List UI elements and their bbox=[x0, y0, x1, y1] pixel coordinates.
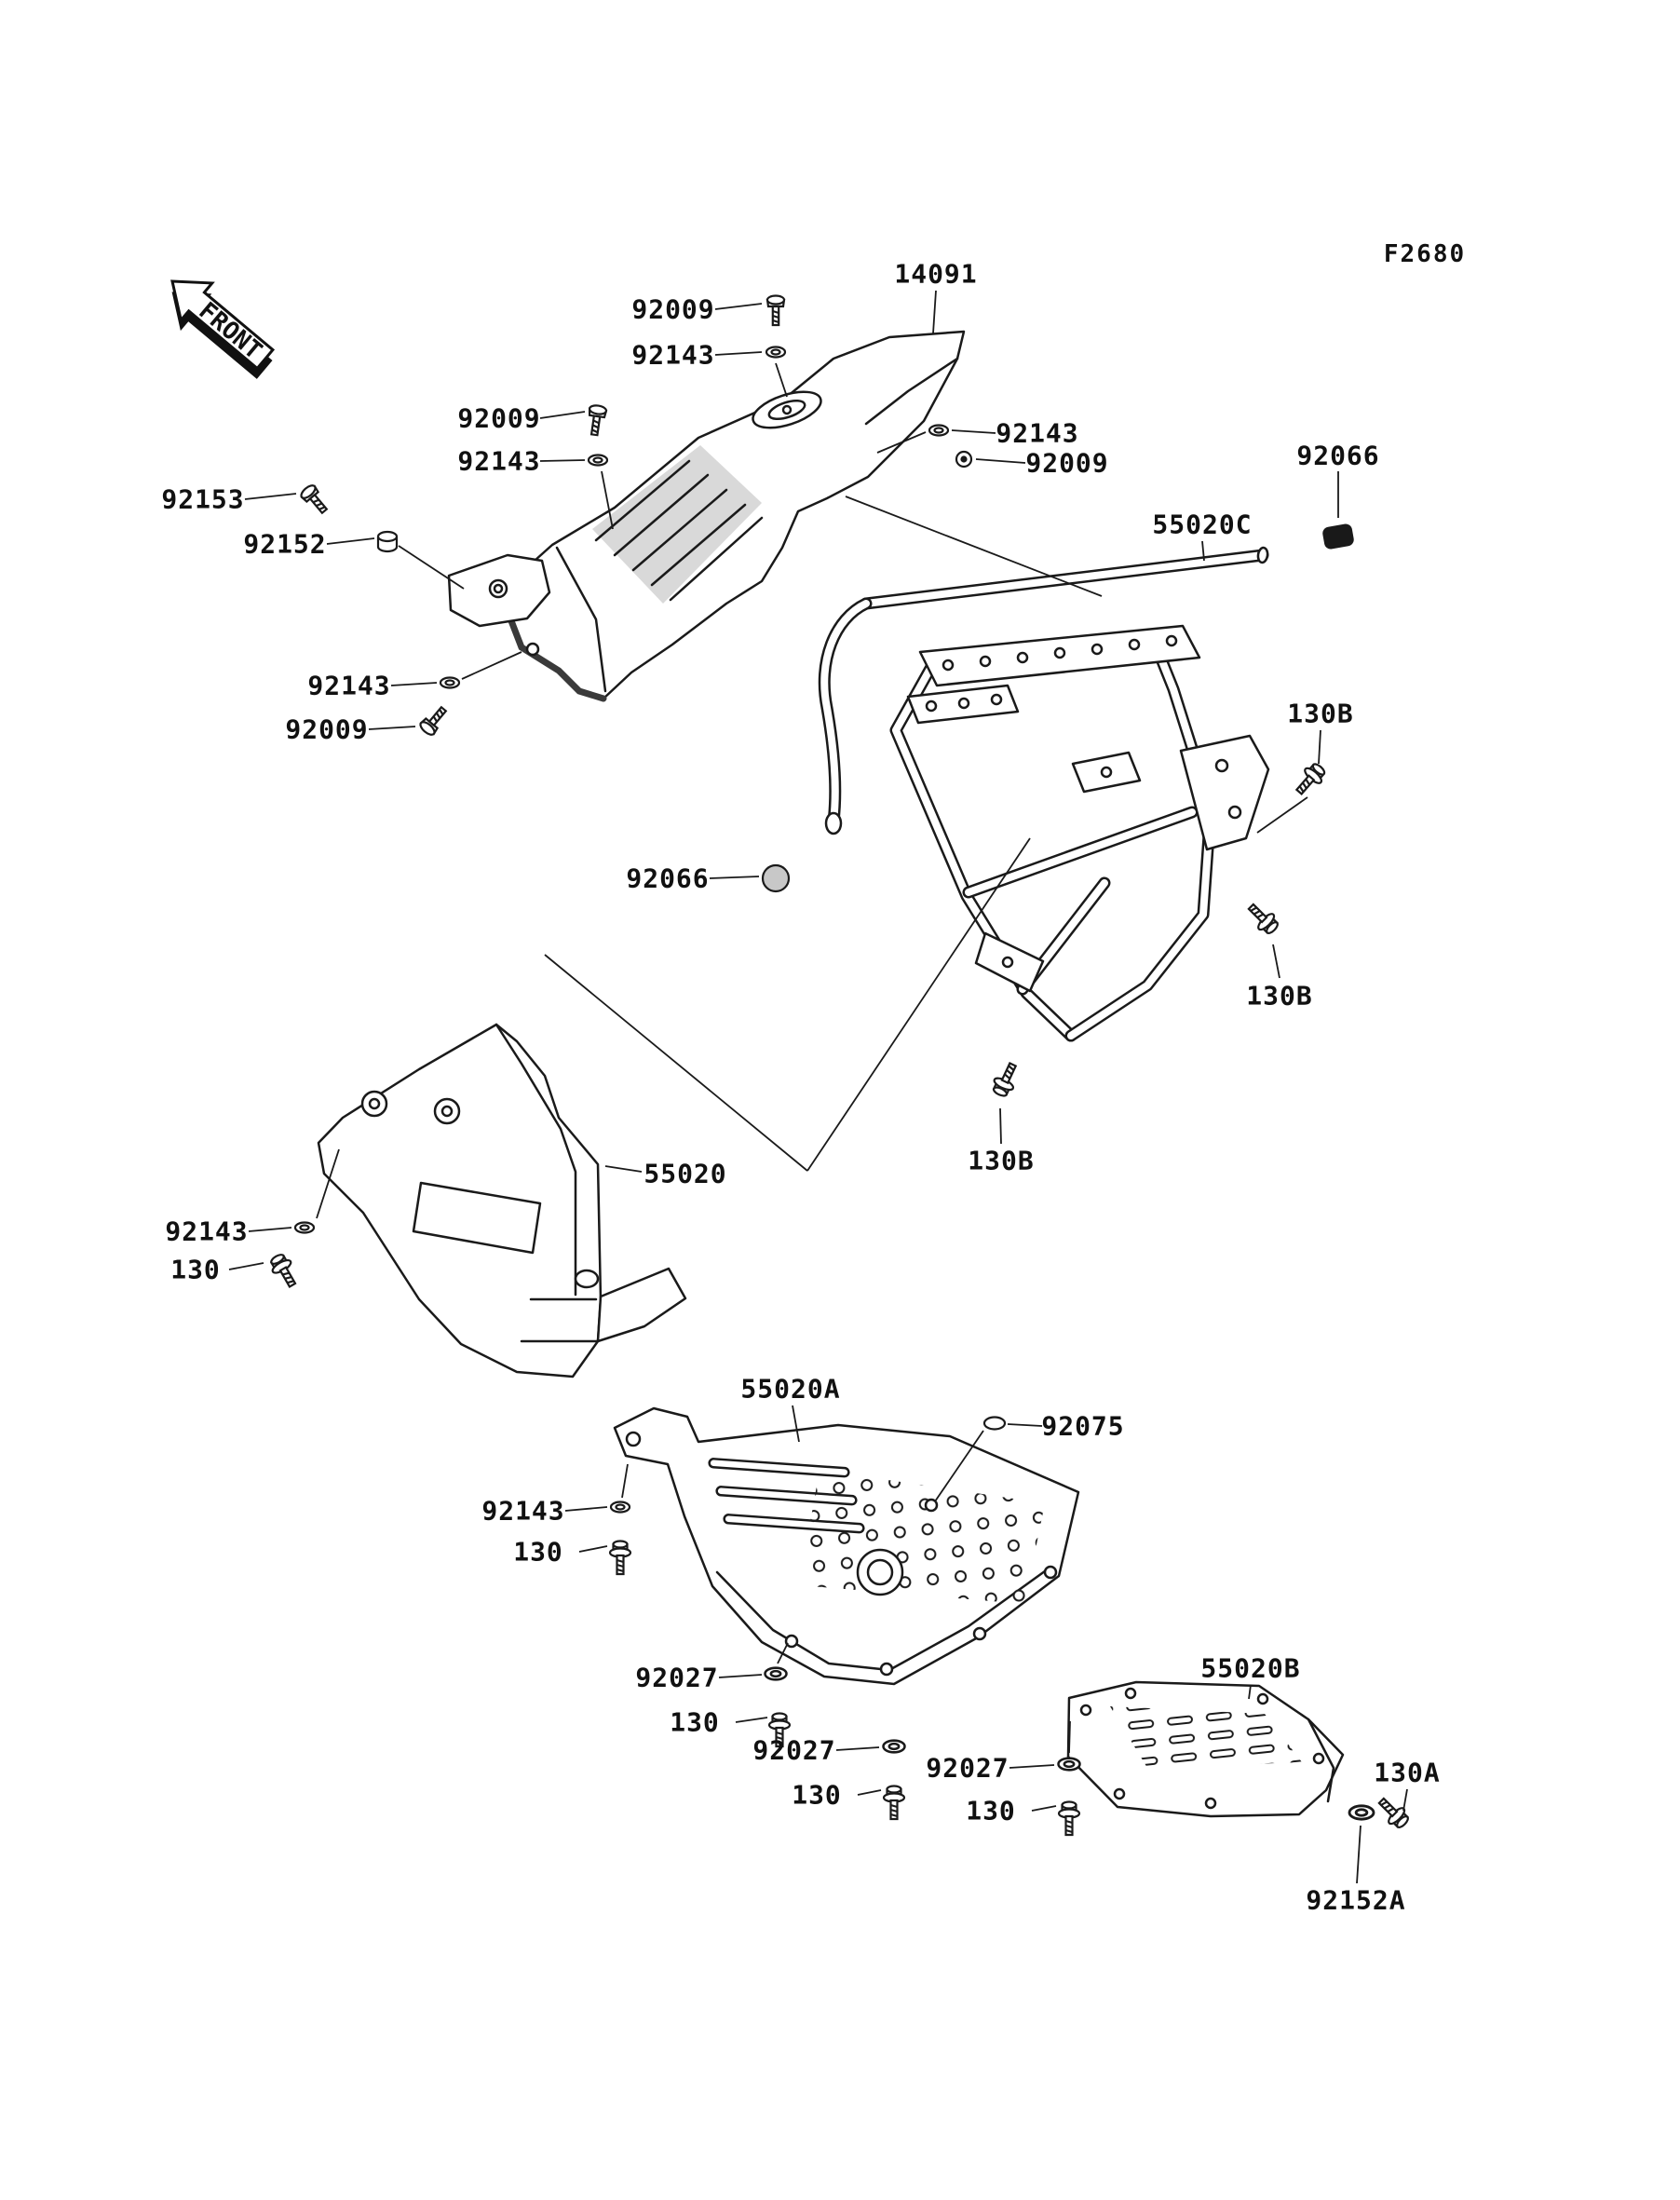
screw-92009-4 bbox=[417, 702, 452, 739]
part-label-14091: 14091 bbox=[894, 258, 978, 290]
part-label-92027-1: 92027 bbox=[635, 1662, 719, 1693]
part-label-92009-4: 92009 bbox=[285, 713, 369, 745]
bolt-130b-3 bbox=[988, 1059, 1023, 1100]
washer-92143-6 bbox=[609, 1501, 631, 1514]
part-label-92143-3: 92143 bbox=[996, 417, 1079, 449]
part-label-92143-4: 92143 bbox=[307, 670, 391, 701]
part-label-92066-1: 92066 bbox=[1296, 440, 1380, 471]
front-arrow: FRONT bbox=[170, 279, 276, 379]
bolt-130b-1 bbox=[1290, 759, 1330, 800]
part-label-55020B: 55020B bbox=[1200, 1652, 1301, 1684]
part-label-130B-2: 130B bbox=[1246, 980, 1313, 1012]
washer-92027-3 bbox=[1057, 1757, 1081, 1772]
part-label-92009-1: 92009 bbox=[631, 293, 715, 325]
part-55020b-skid-plate bbox=[1066, 1680, 1345, 1818]
part-label-130B-1: 130B bbox=[1287, 698, 1354, 729]
washer-92152a bbox=[1348, 1804, 1375, 1821]
part-55020c-guard-frame bbox=[818, 546, 1270, 1042]
bolt-130-2 bbox=[608, 1540, 632, 1576]
bolt-130a bbox=[1373, 1792, 1414, 1833]
part-label-92143-5: 92143 bbox=[165, 1215, 249, 1247]
screw-92009-1 bbox=[765, 294, 786, 327]
part-label-92075: 92075 bbox=[1041, 1410, 1125, 1442]
washer-92027-2 bbox=[882, 1739, 906, 1754]
part-label-130-2: 130 bbox=[513, 1536, 563, 1568]
part-label-92143-1: 92143 bbox=[631, 339, 715, 371]
fasteners bbox=[265, 294, 1414, 1837]
part-label-130-3: 130 bbox=[670, 1706, 720, 1738]
washer-92143-5 bbox=[293, 1221, 316, 1234]
part-label-92009-3: 92009 bbox=[1025, 447, 1109, 479]
part-label-92152: 92152 bbox=[243, 528, 327, 560]
part-label-92009-2: 92009 bbox=[457, 402, 541, 434]
bolt-130-5 bbox=[1057, 1800, 1081, 1837]
part-label-92027-2: 92027 bbox=[752, 1734, 836, 1766]
part-label-55020C: 55020C bbox=[1152, 509, 1253, 540]
bolt-130-4 bbox=[882, 1785, 906, 1821]
part-label-130-5: 130 bbox=[966, 1795, 1016, 1827]
part-label-92027-3: 92027 bbox=[926, 1752, 1009, 1784]
plug-92075 bbox=[982, 1416, 1007, 1431]
grommet-92152 bbox=[376, 530, 399, 553]
part-label-55020: 55020 bbox=[644, 1158, 727, 1189]
screw-92153 bbox=[298, 482, 332, 518]
screw-92009-2 bbox=[585, 403, 608, 438]
part-55020a-skid-plate bbox=[613, 1406, 1080, 1686]
part-label-92143-2: 92143 bbox=[457, 445, 541, 477]
cap-92066-1 bbox=[1322, 523, 1354, 550]
bolt-130-1 bbox=[265, 1250, 303, 1292]
part-label-130B-3: 130B bbox=[968, 1145, 1035, 1176]
part-55020-guard-panel bbox=[317, 1023, 687, 1378]
washer-92143-1 bbox=[765, 346, 787, 359]
leader-lines bbox=[228, 290, 1408, 1884]
part-label-55020A: 55020A bbox=[740, 1373, 841, 1405]
part-14091-front-cover bbox=[447, 330, 966, 702]
bolt-130b-2 bbox=[1242, 898, 1283, 939]
part-label-130A: 130A bbox=[1374, 1757, 1441, 1788]
screw-92009-3 bbox=[955, 450, 973, 469]
part-label-130-1: 130 bbox=[170, 1254, 221, 1285]
part-label-130-4: 130 bbox=[792, 1779, 842, 1811]
part-label-92152A: 92152A bbox=[1306, 1884, 1406, 1916]
washer-92143-3 bbox=[928, 424, 950, 437]
washer-92143-4 bbox=[439, 676, 461, 689]
washer-92027-1 bbox=[764, 1666, 788, 1681]
figure-code: F2680 bbox=[1383, 240, 1467, 268]
washer-92143-2 bbox=[587, 454, 609, 467]
part-label-92143-6: 92143 bbox=[481, 1495, 565, 1527]
part-label-92066-2: 92066 bbox=[626, 862, 710, 894]
part-label-92153: 92153 bbox=[161, 483, 245, 515]
ball-92066-2 bbox=[761, 863, 791, 893]
